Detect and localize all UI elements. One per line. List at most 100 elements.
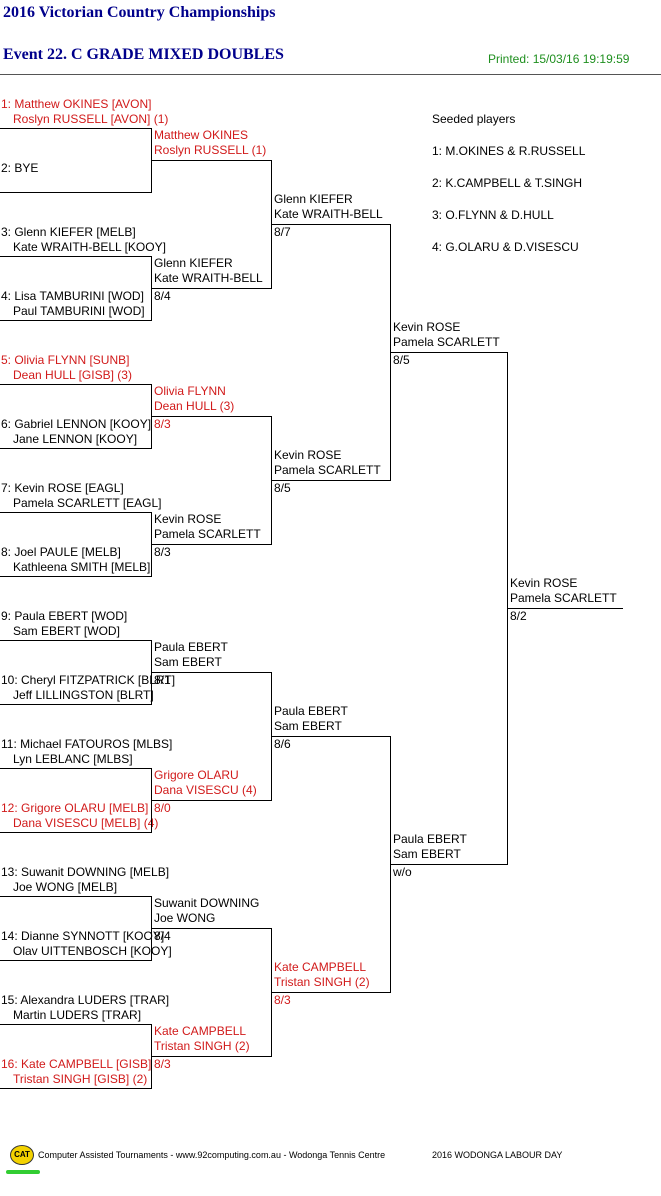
draw-entry-player2: Kate WRAITH-BELL [KOOY] xyxy=(13,240,166,254)
tournament-title: 2016 Victorian Country Championships xyxy=(3,4,276,21)
event-title: Event 22. C GRADE MIXED DOUBLES xyxy=(3,46,284,63)
round2-entry-player2: Sam EBERT xyxy=(154,655,222,669)
champion-player2: Pamela SCARLETT xyxy=(510,591,617,605)
round3-entry-player1: Paula EBERT xyxy=(274,704,348,718)
bracket-line xyxy=(0,640,152,641)
bracket-line xyxy=(271,736,390,737)
draw-entry-player1: 13: Suwanit DOWNING [MELB] xyxy=(1,865,170,879)
bracket-line xyxy=(0,1088,152,1089)
round2-entry-score: 8/4 xyxy=(154,289,171,303)
bracket-line xyxy=(152,928,271,929)
draw-entry-player1: 8: Joel PAULE [MELB] xyxy=(1,545,121,559)
draw-entry-player2: Jane LENNON [KOOY] xyxy=(13,432,138,446)
round3-entry-score: 8/5 xyxy=(274,481,291,495)
draw-entry-player1: 14: Dianne SYNNOTT [KOOY] xyxy=(1,929,165,943)
round3-entry-score: 8/7 xyxy=(274,225,291,239)
draw-entry-player1: 10: Cheryl FITZPATRICK [BLRT] xyxy=(1,673,176,687)
bracket-line xyxy=(151,896,152,961)
bracket-line xyxy=(0,576,152,577)
draw-entry-player2: Kathleena SMITH [MELB] xyxy=(13,560,151,574)
draw-entry-player2: Martin LUDERS [TRAR] xyxy=(13,1008,142,1022)
bracket-line xyxy=(152,672,271,673)
round2-entry-player2: Kate WRAITH-BELL xyxy=(154,271,263,285)
round2-entry-score: 8/1 xyxy=(154,673,171,687)
round2-entry-player1: Grigore OLARU xyxy=(154,768,239,782)
bracket-line xyxy=(0,704,152,705)
bracket-line xyxy=(0,448,152,449)
draw-entry-player1: 11: Michael FATOUROS [MLBS] xyxy=(1,737,173,751)
bracket-line xyxy=(151,512,152,577)
logo-underline xyxy=(6,1170,40,1174)
round2-entry-player2: Dean HULL (3) xyxy=(154,399,235,413)
seed-entry: 3: O.FLYNN & D.HULL xyxy=(432,208,554,222)
draw-entry-player1: 6: Gabriel LENNON [KOOY] xyxy=(1,417,152,431)
round2-entry-player1: Glenn KIEFER xyxy=(154,256,233,270)
bracket-line xyxy=(0,512,152,513)
round2-entry-player2: Joe WONG xyxy=(154,911,216,925)
round4-entry-player1: Kevin ROSE xyxy=(393,320,461,334)
bracket-line xyxy=(151,384,152,449)
bracket-line xyxy=(507,608,623,609)
champion-player1: Kevin ROSE xyxy=(510,576,578,590)
bracket-line xyxy=(390,864,508,865)
bracket-line xyxy=(152,800,271,801)
bracket-line xyxy=(0,1024,152,1025)
draw-entry-player1: 7: Kevin ROSE [EAGL] xyxy=(1,481,124,495)
bracket-line xyxy=(0,320,152,321)
seed-entry: 1: M.OKINES & R.RUSSELL xyxy=(432,144,586,158)
round3-entry-player2: Pamela SCARLETT xyxy=(274,463,381,477)
round3-entry-player2: Kate WRAITH-BELL xyxy=(274,207,383,221)
bracket-line xyxy=(152,288,271,289)
round3-entry-score: 8/3 xyxy=(274,993,291,1007)
draw-entry-player1: 1: Matthew OKINES [AVON] xyxy=(1,97,152,111)
draw-entry-player2: Dana VISESCU [MELB] (4) xyxy=(13,816,159,830)
draw-entry-player2: Olav UITTENBOSCH [KOOY] xyxy=(13,944,172,958)
round2-entry-player2: Roslyn RUSSELL (1) xyxy=(154,143,267,157)
round2-entry-player1: Kevin ROSE xyxy=(154,512,222,526)
round4-entry-score: w/o xyxy=(393,865,412,879)
bracket-line xyxy=(152,416,271,417)
round3-entry-player2: Sam EBERT xyxy=(274,719,342,733)
bracket-line xyxy=(151,128,152,193)
bracket-line xyxy=(0,384,152,385)
footer-event-name: 2016 WODONGA LABOUR DAY xyxy=(432,1150,563,1160)
seed-entry: 4: G.OLARU & D.VISESCU xyxy=(432,240,579,254)
draw-entry-player2: Joe WONG [MELB] xyxy=(13,880,118,894)
round2-entry-score: 8/3 xyxy=(154,1057,171,1071)
bracket-line xyxy=(271,480,390,481)
footer-credit: Computer Assisted Tournaments - www.92co… xyxy=(38,1150,386,1160)
bracket-line xyxy=(390,352,508,353)
seeded-players-title: Seeded players xyxy=(432,112,516,126)
bracket-line xyxy=(271,992,390,993)
bracket-line xyxy=(151,768,152,833)
round3-entry-player1: Kate CAMPBELL xyxy=(274,960,367,974)
bracket-line xyxy=(0,896,152,897)
round3-entry-player2: Tristan SINGH (2) xyxy=(274,975,370,989)
draw-entry-player1: 2: BYE xyxy=(1,161,39,175)
round2-entry-player2: Tristan SINGH (2) xyxy=(154,1039,250,1053)
draw-entry-player2: Lyn LEBLANC [MLBS] xyxy=(13,752,133,766)
bracket-line xyxy=(0,768,152,769)
bracket-line xyxy=(152,160,271,161)
bracket-line xyxy=(0,960,152,961)
draw-entry-player1: 3: Glenn KIEFER [MELB] xyxy=(1,225,136,239)
bracket-line xyxy=(271,224,390,225)
round2-entry-player1: Paula EBERT xyxy=(154,640,228,654)
draw-entry-player1: 15: Alexandra LUDERS [TRAR] xyxy=(1,993,170,1007)
bracket-line xyxy=(0,256,152,257)
bracket-line xyxy=(0,128,152,129)
draw-entry-player2: Pamela SCARLETT [EAGL] xyxy=(13,496,162,510)
seed-entry: 2: K.CAMPBELL & T.SINGH xyxy=(432,176,583,190)
round3-entry-player1: Kevin ROSE xyxy=(274,448,342,462)
bracket-line xyxy=(152,544,271,545)
round2-entry-player1: Suwanit DOWNING xyxy=(154,896,260,910)
round3-entry-player1: Glenn KIEFER xyxy=(274,192,353,206)
cat-logo-icon: CAT xyxy=(10,1145,34,1165)
bracket-line xyxy=(151,1024,152,1089)
draw-entry-player1: 16: Kate CAMPBELL [GISB] xyxy=(1,1057,152,1071)
round4-entry-player1: Paula EBERT xyxy=(393,832,467,846)
round2-entry-score: 8/0 xyxy=(154,801,171,815)
draw-entry-player1: 12: Grigore OLARU [MELB] xyxy=(1,801,149,815)
draw-entry-player2: Dean HULL [GISB] (3) xyxy=(13,368,132,382)
round4-entry-player2: Pamela SCARLETT xyxy=(393,335,500,349)
